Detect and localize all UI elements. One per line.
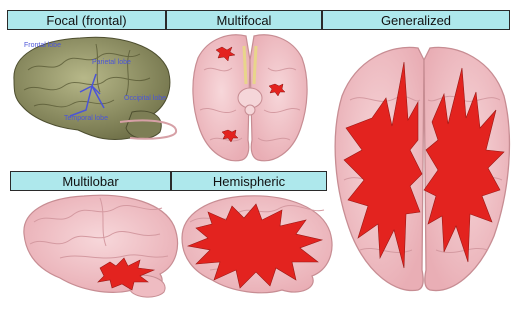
generalized-brain: [335, 47, 509, 290]
focal-brain-photo: Frontal lobe Parietal lobe Occipital lob…: [14, 37, 176, 139]
annotation-2: Occipital lobe: [124, 95, 166, 102]
multifocal-brain: [193, 35, 307, 161]
hemispheric-brain: [182, 196, 332, 293]
annotation-3: Temporal lobe: [64, 115, 108, 122]
annotation-0: Frontal lobe: [24, 42, 61, 49]
multilobar-brain: [24, 195, 178, 297]
annotation-1: Parietal lobe: [92, 59, 131, 66]
